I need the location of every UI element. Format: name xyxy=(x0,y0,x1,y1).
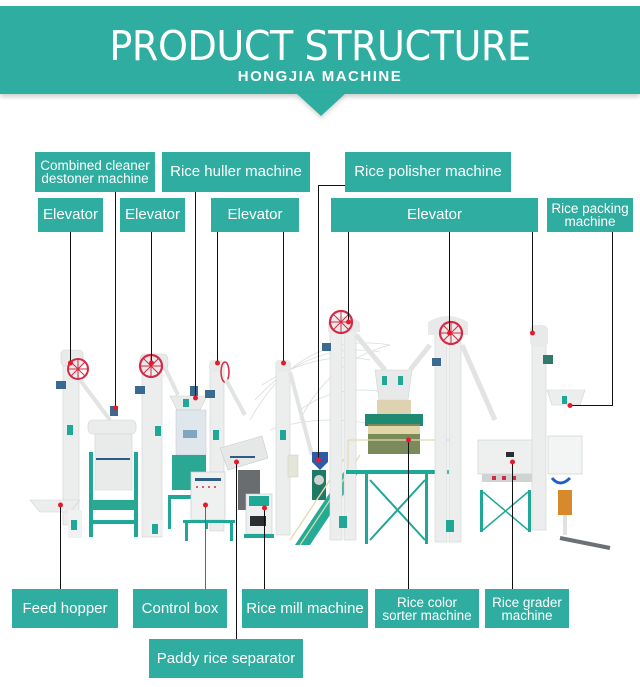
marker-dot xyxy=(149,360,154,366)
label-elevator-3: Elevator xyxy=(211,198,299,232)
rice-grader-machine xyxy=(477,439,537,532)
marker-dot xyxy=(567,403,573,408)
marker-dot xyxy=(281,360,286,366)
control-box-machine xyxy=(183,471,235,541)
rice-packing-machine xyxy=(530,325,611,550)
leader-rice-packing xyxy=(570,232,613,406)
label-rice-color-sorter: Rice color sorter machine xyxy=(375,589,479,628)
elevator-4-machine xyxy=(275,360,314,536)
label-rice-huller: Rice huller machine xyxy=(162,152,310,192)
marker-dot xyxy=(113,405,118,411)
marker-dot xyxy=(262,505,267,511)
label-paddy-separator: Paddy rice separator xyxy=(149,639,303,678)
label-elevator-1: Elevator xyxy=(38,198,103,232)
marker-dot xyxy=(234,459,239,465)
machinery xyxy=(29,309,611,550)
combined-cleaner-machine xyxy=(87,406,138,537)
rice-mill-machine xyxy=(244,493,274,538)
label-rice-packing: Rice packing machine xyxy=(547,198,633,232)
label-rice-mill: Rice mill machine xyxy=(242,589,368,628)
label-rice-grader: Rice grader machine xyxy=(485,589,569,628)
page-title: PRODUCT STRUCTURE xyxy=(109,22,531,70)
banner-pointer xyxy=(296,93,346,116)
header-banner xyxy=(0,6,640,94)
elevator-5-machine xyxy=(322,309,387,541)
label-rice-polisher: Rice polisher machine xyxy=(345,152,511,192)
marker-dot xyxy=(447,330,452,336)
marker-dot xyxy=(193,395,198,401)
label-control-box: Control box xyxy=(133,589,227,628)
color-sorter-machine xyxy=(346,369,452,544)
marker-dot xyxy=(510,459,515,465)
label-combined-cleaner: Combined cleaner destoner machine xyxy=(35,152,155,192)
marker-dot xyxy=(530,330,535,336)
marker-dot xyxy=(68,360,73,366)
leader-lines xyxy=(60,185,613,639)
label-elevator-2: Elevator xyxy=(120,198,185,232)
marker-dot xyxy=(215,360,220,366)
page-subtitle: HONGJIA MACHINE xyxy=(237,68,403,85)
marker-dot xyxy=(406,437,411,443)
marker-dot xyxy=(346,319,351,325)
marker-dot xyxy=(58,502,63,508)
marker-dot xyxy=(316,457,321,463)
elevator-1-machine xyxy=(29,349,112,538)
label-feed-hopper: Feed hopper xyxy=(12,589,118,628)
elevator-2-machine xyxy=(135,353,180,538)
leader-rice-polisher xyxy=(318,185,345,460)
marker-dot xyxy=(203,502,208,508)
label-elevator-4: Elevator xyxy=(331,198,538,232)
marker-dots xyxy=(58,319,573,511)
